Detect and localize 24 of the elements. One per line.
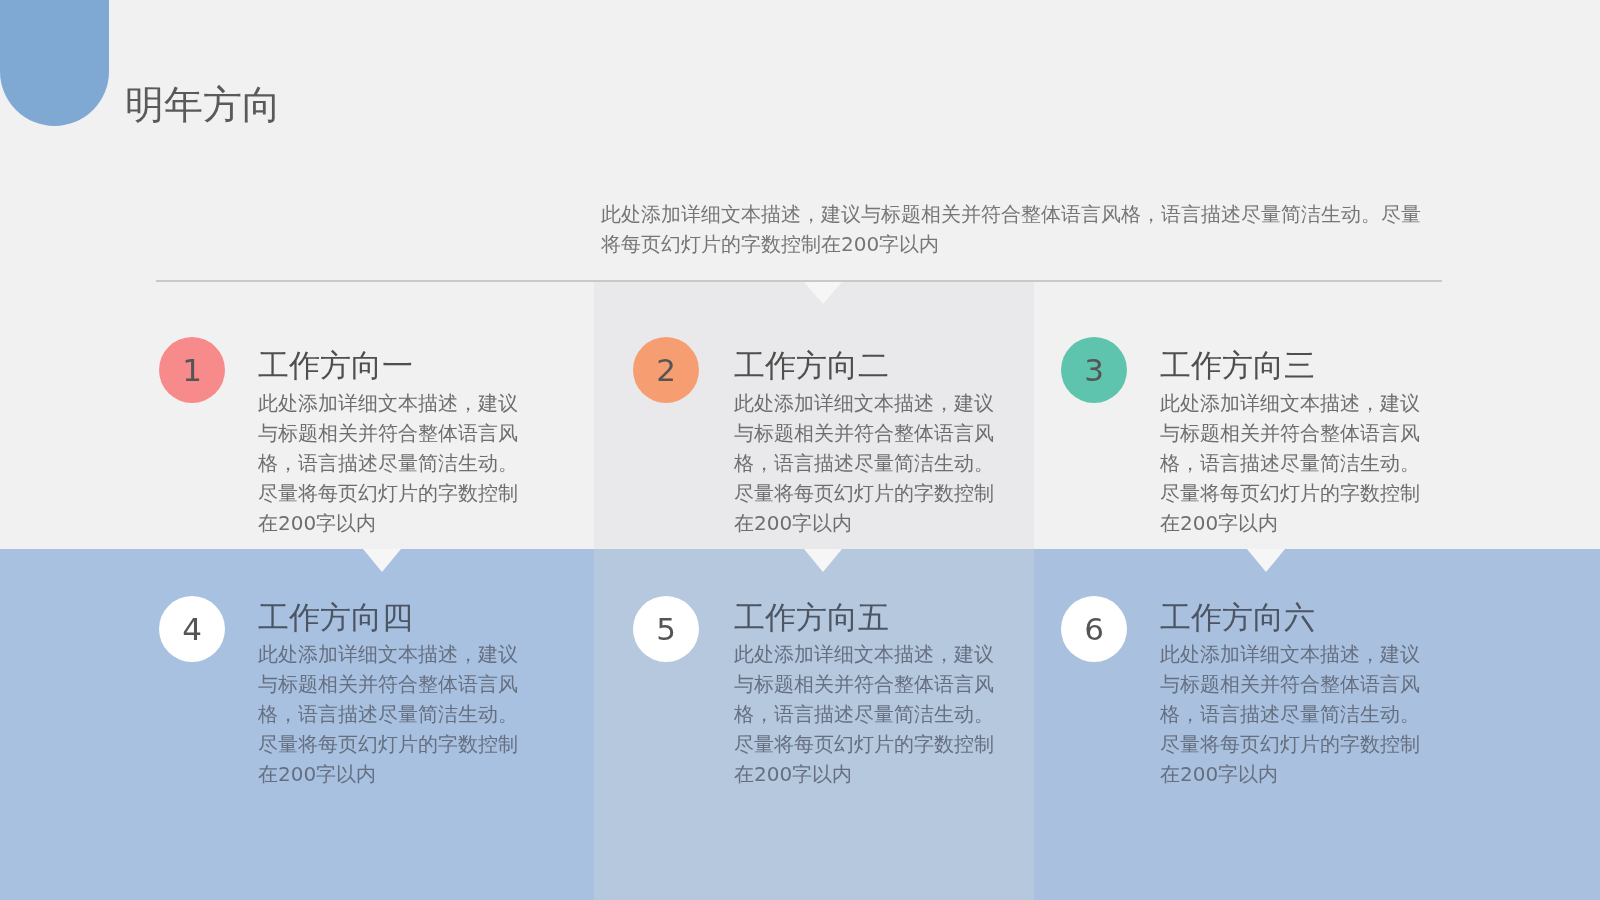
panel-heading: 工作方向二	[734, 346, 889, 384]
panel-text: 此处添加详细文本描述，建议与标题相关并符合整体语言风格，语言描述尽量简洁生动。尽量将每页幻灯片的字数控制在200字以内	[258, 641, 519, 788]
number-circle: 4	[159, 596, 225, 662]
number-circle: 1	[159, 337, 225, 403]
panel-text: 此处添加详细文本描述，建议与标题相关并符合整体语言风格，语言描述尽量简洁生动。尽量将每页幻灯片的字数控制在200字以内	[734, 390, 995, 537]
panel-heading: 工作方向六	[1160, 598, 1315, 636]
panel	[594, 549, 1034, 900]
panel-heading: 工作方向四	[258, 598, 413, 636]
number-circle: 6	[1061, 596, 1127, 662]
panel-heading: 工作方向五	[734, 598, 889, 636]
panel-heading: 工作方向一	[258, 346, 413, 384]
title: 明年方向	[125, 81, 281, 129]
panel-text: 此处添加详细文本描述，建议与标题相关并符合整体语言风格，语言描述尽量简洁生动。尽量将每页幻灯片的字数控制在200字以内	[258, 390, 519, 537]
panel	[1034, 549, 1600, 900]
number-circle: 2	[633, 337, 699, 403]
panel-heading: 工作方向三	[1160, 346, 1315, 384]
panel-text: 此处添加详细文本描述，建议与标题相关并符合整体语言风格，语言描述尽量简洁生动。尽量将每页幻灯片的字数控制在200字以内	[734, 641, 995, 788]
panel	[594, 281, 1034, 549]
number-circle: 5	[633, 596, 699, 662]
panel	[0, 549, 594, 900]
panel-text: 此处添加详细文本描述，建议与标题相关并符合整体语言风格，语言描述尽量简洁生动。尽量将每页幻灯片的字数控制在200字以内	[1160, 641, 1421, 788]
panel-text: 此处添加详细文本描述，建议与标题相关并符合整体语言风格，语言描述尽量简洁生动。尽量将每页幻灯片的字数控制在200字以内	[1160, 390, 1421, 537]
number-circle: 3	[1061, 337, 1127, 403]
intro-text: 此处添加详细文本描述，建议与标题相关并符合整体语言风格，语言描述尽量简洁生动。尽量将每页幻灯片的字数控制在200字以内	[601, 201, 1422, 258]
